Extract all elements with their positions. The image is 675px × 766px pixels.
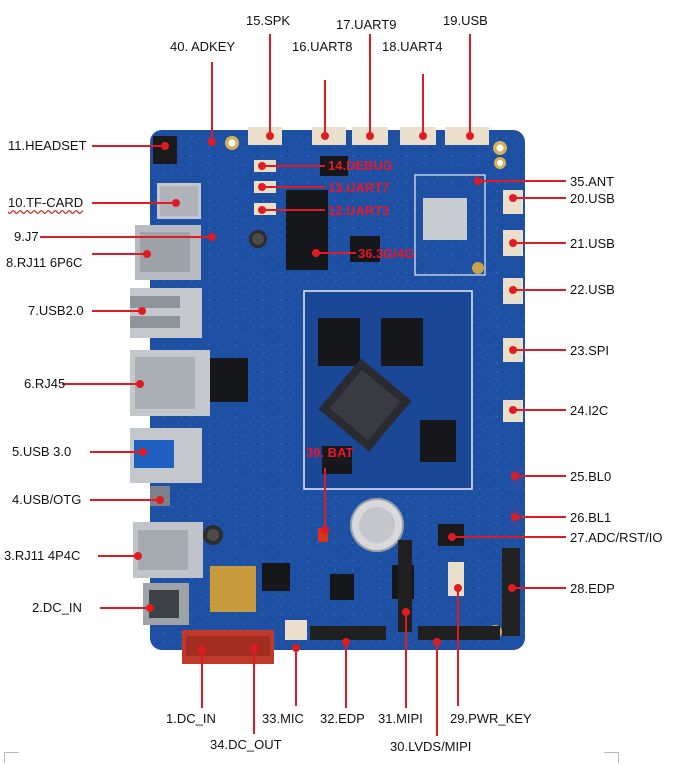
label-7-usb2: 7.USB2.0 xyxy=(28,303,84,318)
label-2-dc-in: 2.DC_IN xyxy=(32,600,82,615)
label-6-rj45: 6.RJ45 xyxy=(24,376,66,391)
label-36-3g-4g: 36.3G/4G xyxy=(358,246,415,261)
pcb xyxy=(150,130,525,650)
leader-lines xyxy=(40,34,566,736)
label-8-rj11-6p6c: 8.RJ11 6P6C xyxy=(6,255,83,270)
label-32-edp: 32.EDP xyxy=(320,711,365,726)
label-12-uart3: 12.UART3 xyxy=(328,203,390,218)
label-11-headset: 11.HEADSET xyxy=(8,138,87,153)
label-16-uart8: 16.UART8 xyxy=(292,39,353,54)
label-34-dc-out: 34.DC_OUT xyxy=(210,737,282,752)
label-39-bat: 39. BAT xyxy=(306,445,354,460)
label-4-usb-otg: 4.USB/OTG xyxy=(12,492,82,507)
label-20-usb: 20.USB xyxy=(570,191,615,206)
label-31-mipi: 31.MIPI xyxy=(378,711,423,726)
label-5-usb3: 5.USB 3.0 xyxy=(12,444,72,459)
label-14-debug: 14.DEBUG xyxy=(328,158,394,173)
label-10-tf-card: 10.TF-CARD xyxy=(8,195,84,210)
label-19-usb: 19.USB xyxy=(443,13,488,28)
label-15-spk: 15.SPK xyxy=(246,13,291,28)
left-connectors xyxy=(130,136,210,625)
corner-mark-bottom-left xyxy=(4,752,19,763)
label-33-mic: 33.MIC xyxy=(262,711,304,726)
label-28-edp: 28.EDP xyxy=(570,581,615,596)
label-22-usb: 22.USB xyxy=(570,282,615,297)
label-21-usb: 21.USB xyxy=(570,236,615,251)
label-9-j7: 9.J7 xyxy=(14,229,39,244)
label-26-bl1: 26.BL1 xyxy=(570,510,612,525)
label-29-pwr-key: 29.PWR_KEY xyxy=(450,711,532,726)
label-3-rj11-4p4c: 3.RJ11 4P4C xyxy=(4,548,81,563)
label-13-uart7: 13.UART7 xyxy=(328,180,390,195)
label-40-adkey: 40. ADKEY xyxy=(170,39,236,54)
label-24-i2c: 24.I2C xyxy=(570,403,609,418)
label-25-bl0: 25.BL0 xyxy=(570,469,612,484)
label-18-uart4: 18.UART4 xyxy=(382,39,443,54)
label-1-dc-in: 1.DC_IN xyxy=(166,711,216,726)
label-27-adc-rst-io: 27.ADC/RST/IO xyxy=(570,530,663,545)
leader-dots xyxy=(134,132,519,654)
label-30-lvds-mipi: 30.LVDS/MIPI xyxy=(390,739,472,754)
label-23-spi: 23.SPI xyxy=(570,343,610,358)
label-35-ant: 35.ANT xyxy=(570,174,615,189)
label-17-uart9: 17.UART9 xyxy=(336,17,397,32)
corner-mark-bottom-right xyxy=(604,752,619,763)
